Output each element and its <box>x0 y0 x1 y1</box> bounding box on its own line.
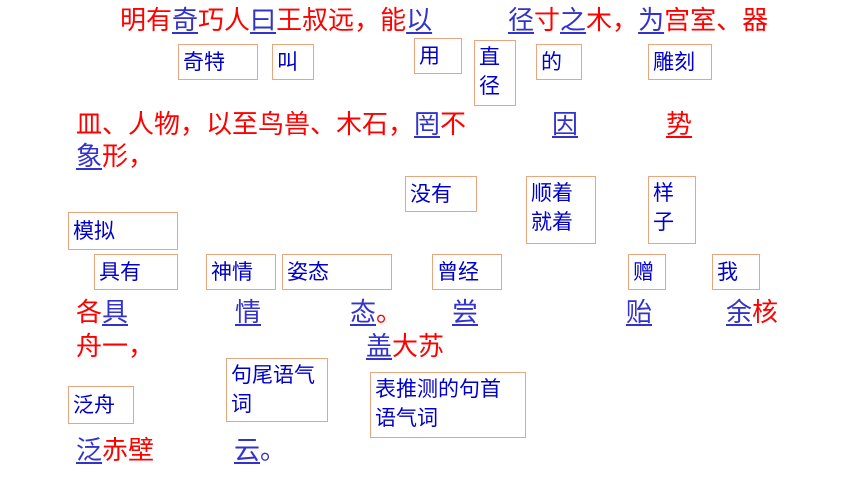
keyword-wang: 罔 <box>414 110 441 140</box>
keyword-yue: 曰 <box>250 6 277 36</box>
keyword-yin: 因 <box>552 110 579 140</box>
note-yi: 赠 <box>628 254 666 290</box>
note-fan: 泛舟 <box>68 386 134 424</box>
note-jing: 直径 <box>474 40 516 106</box>
text-seg: 核 <box>752 298 779 328</box>
keyword-xiang: 象 <box>76 142 103 172</box>
note-yong: 用 <box>414 38 462 74</box>
keyword-jing: 径 <box>508 6 535 36</box>
note-tai: 姿态 <box>282 254 392 290</box>
line-4f: 余核 <box>726 298 778 328</box>
note-yue: 叫 <box>272 44 314 80</box>
line-2: 皿、人物，以至鸟兽、木石，罔不 <box>76 110 466 140</box>
line-5a: 舟一， <box>76 332 155 362</box>
text-seg: 大苏 <box>392 332 445 362</box>
line-1b: 径寸之木，为宫室、器 <box>508 6 768 36</box>
keyword-yun: 云 <box>234 436 261 466</box>
text-seg: 各 <box>76 298 103 328</box>
note-yun: 句尾语气词 <box>226 358 328 422</box>
line-6a: 泛赤壁 <box>76 436 154 466</box>
text-seg: 。 <box>260 436 287 466</box>
note-zhi: 的 <box>536 44 582 80</box>
note-gai: 表推测的句首语气词 <box>370 372 526 438</box>
keyword-shi: 势 <box>666 110 693 140</box>
keyword-tai: 态 <box>350 298 377 328</box>
note-wang: 没有 <box>405 176 477 212</box>
text-seg: 木， <box>586 6 639 36</box>
line-5b: 盖大苏 <box>366 332 444 362</box>
text-seg: 形， <box>102 142 155 172</box>
text-seg: 明有 <box>120 6 173 36</box>
text-seg: 赤壁 <box>102 436 155 466</box>
text-seg: 巧人 <box>198 6 251 36</box>
note-qi: 奇特 <box>178 44 258 80</box>
line-1: 明有奇巧人曰王叔远，能以 <box>120 6 432 36</box>
keyword-qi: 奇 <box>172 6 199 36</box>
text-seg: 宫室、器 <box>664 6 769 36</box>
note-wei: 雕刻 <box>648 44 712 80</box>
text-seg: 。 <box>376 298 403 328</box>
note-qing: 神情 <box>206 254 276 290</box>
note-ju: 具有 <box>94 254 178 290</box>
keyword-gai: 盖 <box>366 332 393 362</box>
line-4a: 各具 <box>76 298 128 328</box>
keyword-wei: 为 <box>638 6 665 36</box>
text-seg: 皿、人物，以至鸟兽、木石， <box>76 110 415 140</box>
note-xiang: 模拟 <box>68 212 178 250</box>
text-seg: 不 <box>440 110 467 140</box>
keyword-qing: 情 <box>235 298 262 328</box>
keyword-yi-gift: 贻 <box>626 298 653 328</box>
keyword-ju: 具 <box>102 298 129 328</box>
keyword-zhi: 之 <box>560 6 587 36</box>
keyword-yu: 余 <box>726 298 753 328</box>
line-3: 象形， <box>76 142 154 172</box>
note-yu: 我 <box>712 254 760 290</box>
text-seg: 王叔远，能 <box>276 6 407 36</box>
line-6b: 云。 <box>234 436 286 466</box>
keyword-chang: 尝 <box>452 298 479 328</box>
note-chang: 曾经 <box>432 254 502 290</box>
line-4c: 态。 <box>350 298 402 328</box>
text-seg: 寸 <box>534 6 561 36</box>
note-yin: 顺着就着 <box>526 176 596 244</box>
keyword-yi: 以 <box>406 6 433 36</box>
keyword-fan: 泛 <box>76 436 103 466</box>
note-shi: 样子 <box>648 176 696 244</box>
